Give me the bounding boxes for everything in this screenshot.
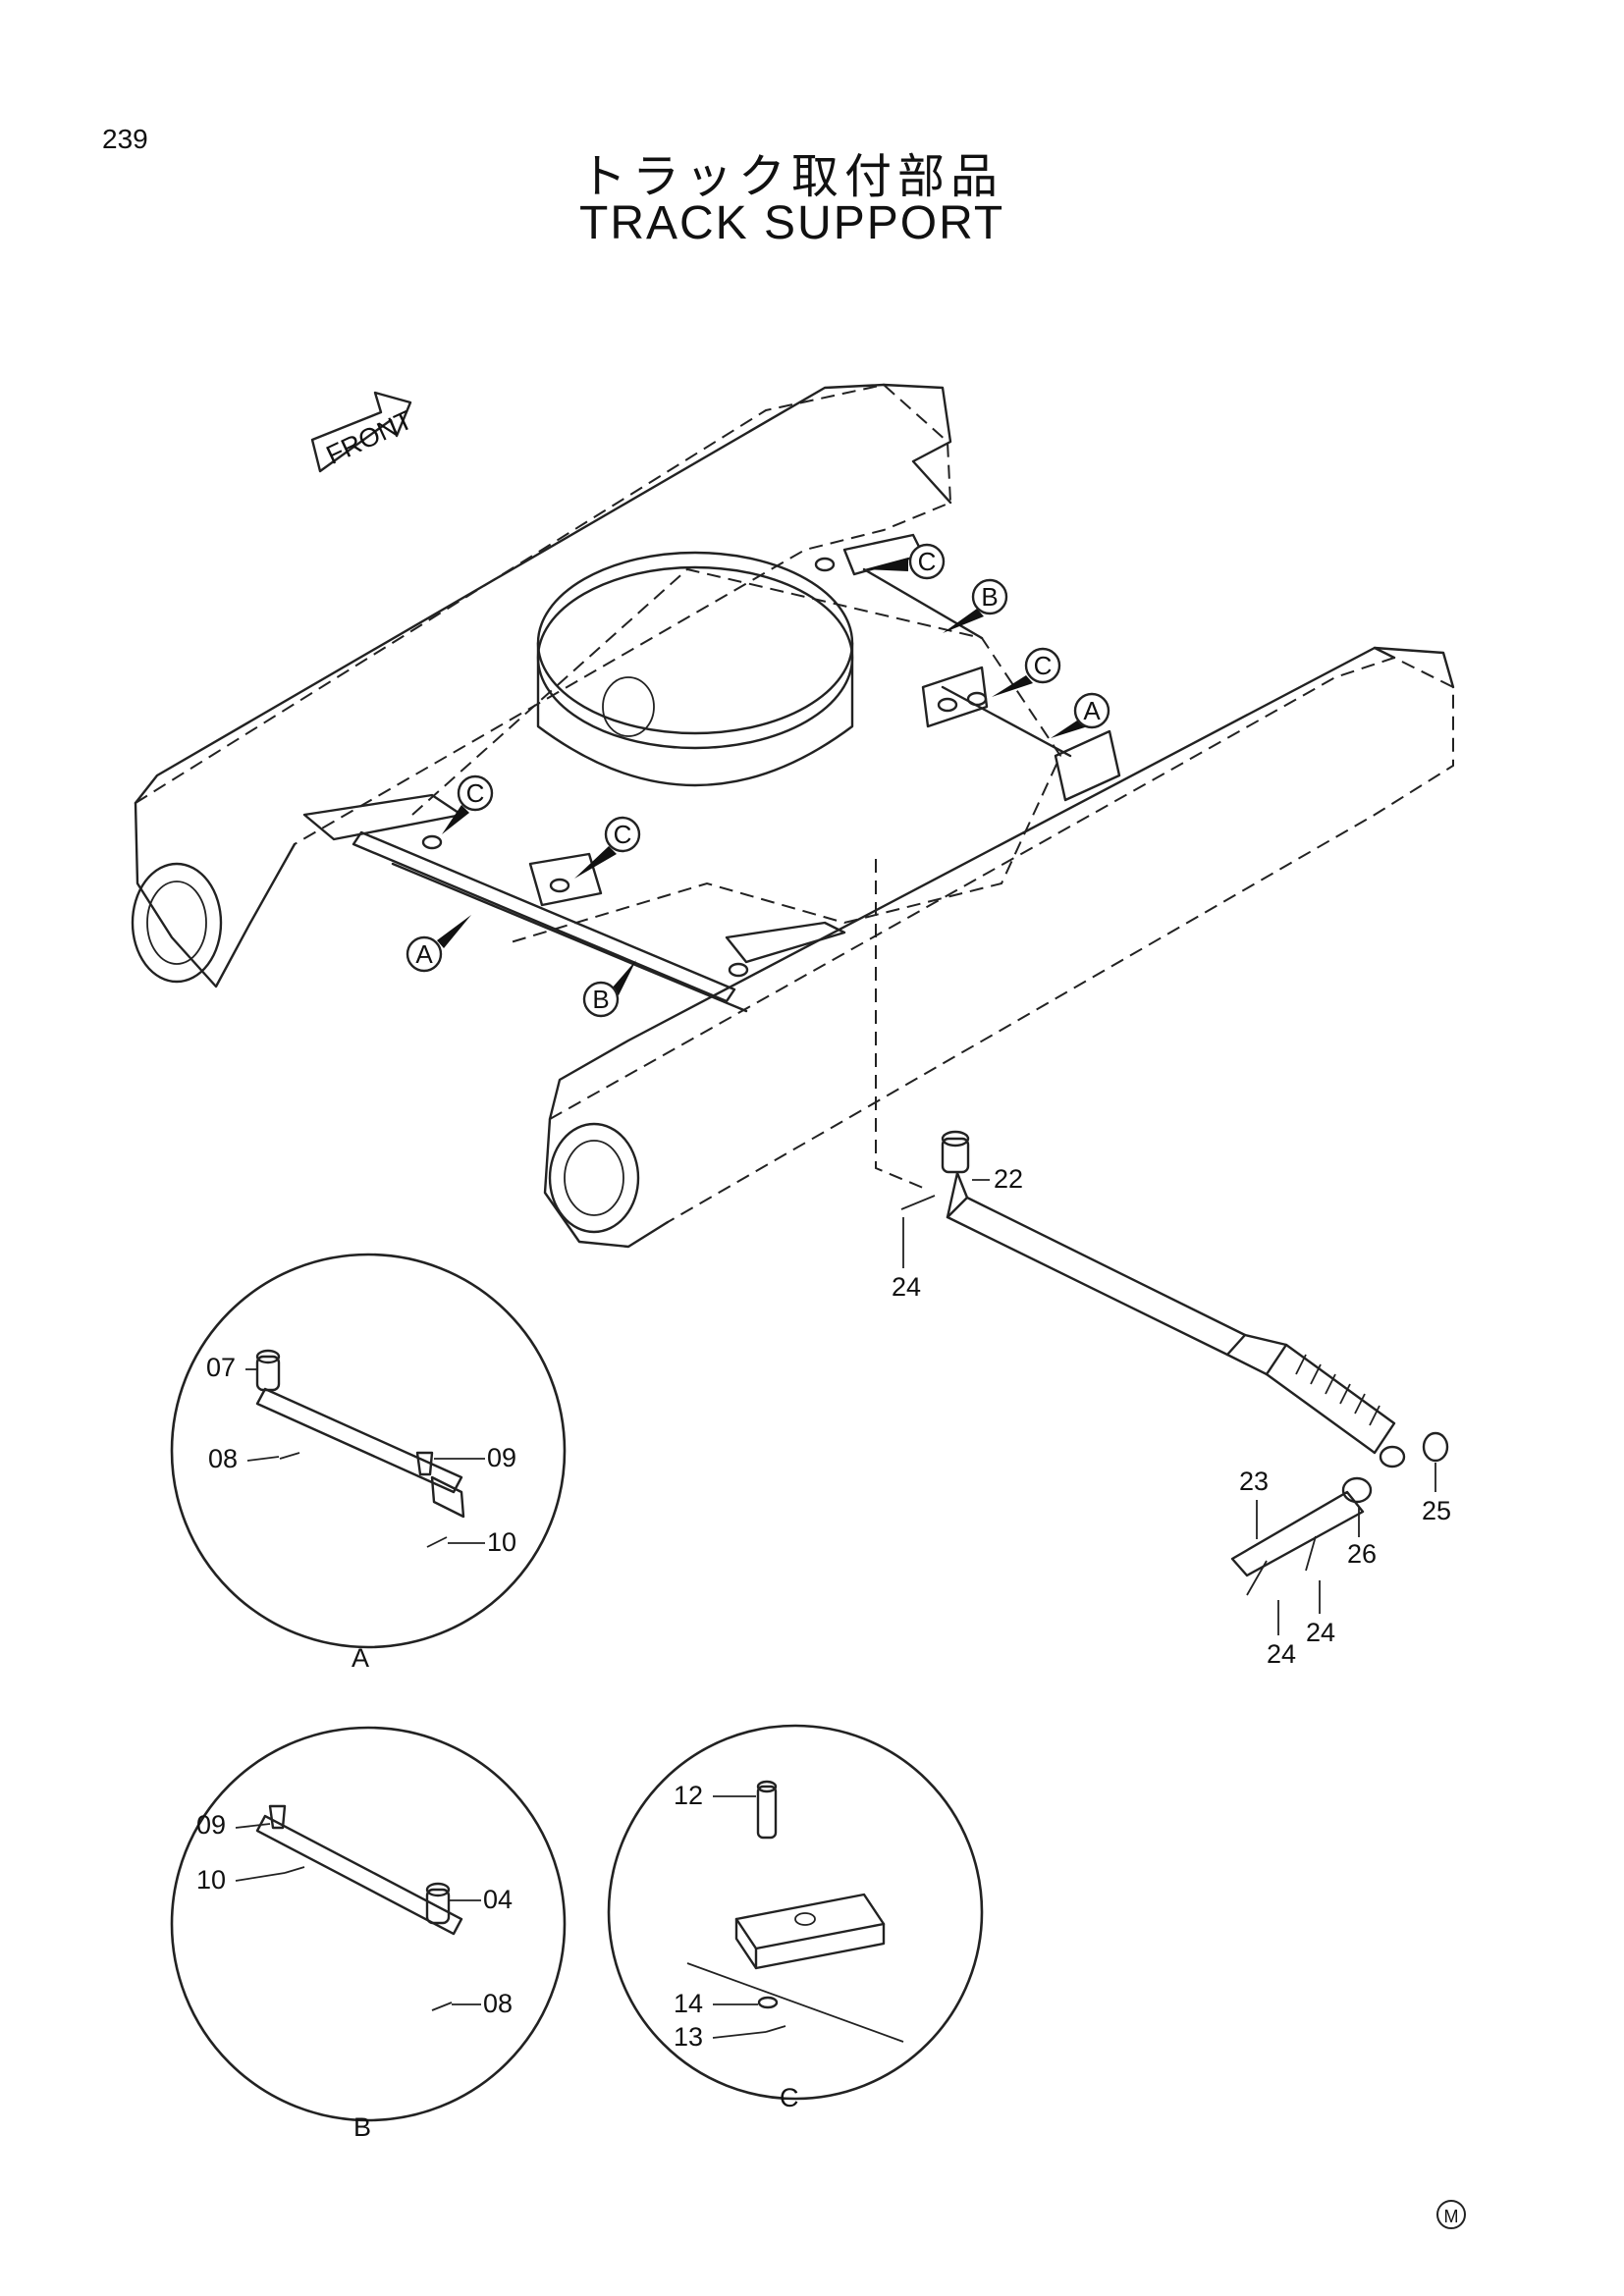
detail-c-label-12: 12 bbox=[674, 1781, 703, 1810]
part-label-24-upper: 24 bbox=[892, 1272, 921, 1302]
detail-c-label-13: 13 bbox=[674, 2022, 703, 2052]
svg-text:C: C bbox=[466, 778, 485, 808]
detail-b-label-04: 04 bbox=[483, 1885, 513, 1914]
detail-b-view: 09 10 04 08 B bbox=[170, 1726, 567, 2142]
detail-a-label-08: 08 bbox=[208, 1444, 238, 1473]
svg-text:C: C bbox=[918, 547, 937, 576]
callout-b-left: B bbox=[582, 960, 636, 1018]
part-label-23: 23 bbox=[1239, 1467, 1269, 1496]
page-title-japanese: トラック取付部品 bbox=[579, 149, 1004, 204]
part-label-24-right: 24 bbox=[1306, 1618, 1335, 1647]
track-adjuster-cylinder bbox=[900, 1130, 1449, 1596]
detail-c-label-14: 14 bbox=[674, 1989, 703, 2018]
page-number: 239 bbox=[102, 124, 148, 154]
callout-c-left: C bbox=[442, 774, 494, 834]
svg-text:B: B bbox=[981, 582, 998, 612]
svg-text:B: B bbox=[592, 985, 609, 1014]
callout-c-top: C bbox=[864, 543, 946, 580]
detail-a-view: 07 08 09 10 A bbox=[170, 1253, 567, 1673]
detail-a-label-07: 07 bbox=[206, 1353, 236, 1382]
part-label-26: 26 bbox=[1347, 1539, 1377, 1569]
detail-b-label-09: 09 bbox=[196, 1810, 226, 1840]
svg-text:A: A bbox=[1083, 696, 1101, 725]
callout-a-right: A bbox=[1051, 692, 1110, 738]
manufacturer-mark-icon: M bbox=[1436, 2200, 1466, 2229]
detail-a-label-09: 09 bbox=[487, 1443, 516, 1472]
callout-c-middle: C bbox=[574, 816, 641, 879]
detail-b-label-08: 08 bbox=[483, 1989, 513, 2018]
detail-b-label-10: 10 bbox=[196, 1865, 226, 1895]
callout-c-right: C bbox=[992, 647, 1061, 697]
undercarriage-frame bbox=[131, 383, 1455, 1249]
part-label-24-lower: 24 bbox=[1267, 1639, 1296, 1669]
svg-text:C: C bbox=[614, 820, 632, 849]
callout-b-top: B bbox=[943, 578, 1008, 633]
front-arrow-icon: FRONT bbox=[310, 391, 417, 473]
detail-b-caption: B bbox=[353, 2112, 371, 2142]
svg-text:C: C bbox=[1034, 651, 1053, 680]
svg-text:A: A bbox=[415, 939, 433, 969]
detail-a-caption: A bbox=[352, 1643, 369, 1673]
detail-a-label-10: 10 bbox=[487, 1527, 516, 1557]
detail-c-view: 12 14 13 C bbox=[607, 1724, 984, 2112]
page-title-english: TRACK SUPPORT bbox=[579, 197, 1005, 249]
svg-text:M: M bbox=[1444, 2207, 1459, 2226]
part-label-22: 22 bbox=[994, 1164, 1023, 1194]
front-label: FRONT bbox=[322, 405, 417, 470]
detail-c-caption: C bbox=[780, 2083, 799, 2112]
callout-a-left: A bbox=[406, 915, 471, 973]
part-label-25: 25 bbox=[1422, 1496, 1451, 1525]
